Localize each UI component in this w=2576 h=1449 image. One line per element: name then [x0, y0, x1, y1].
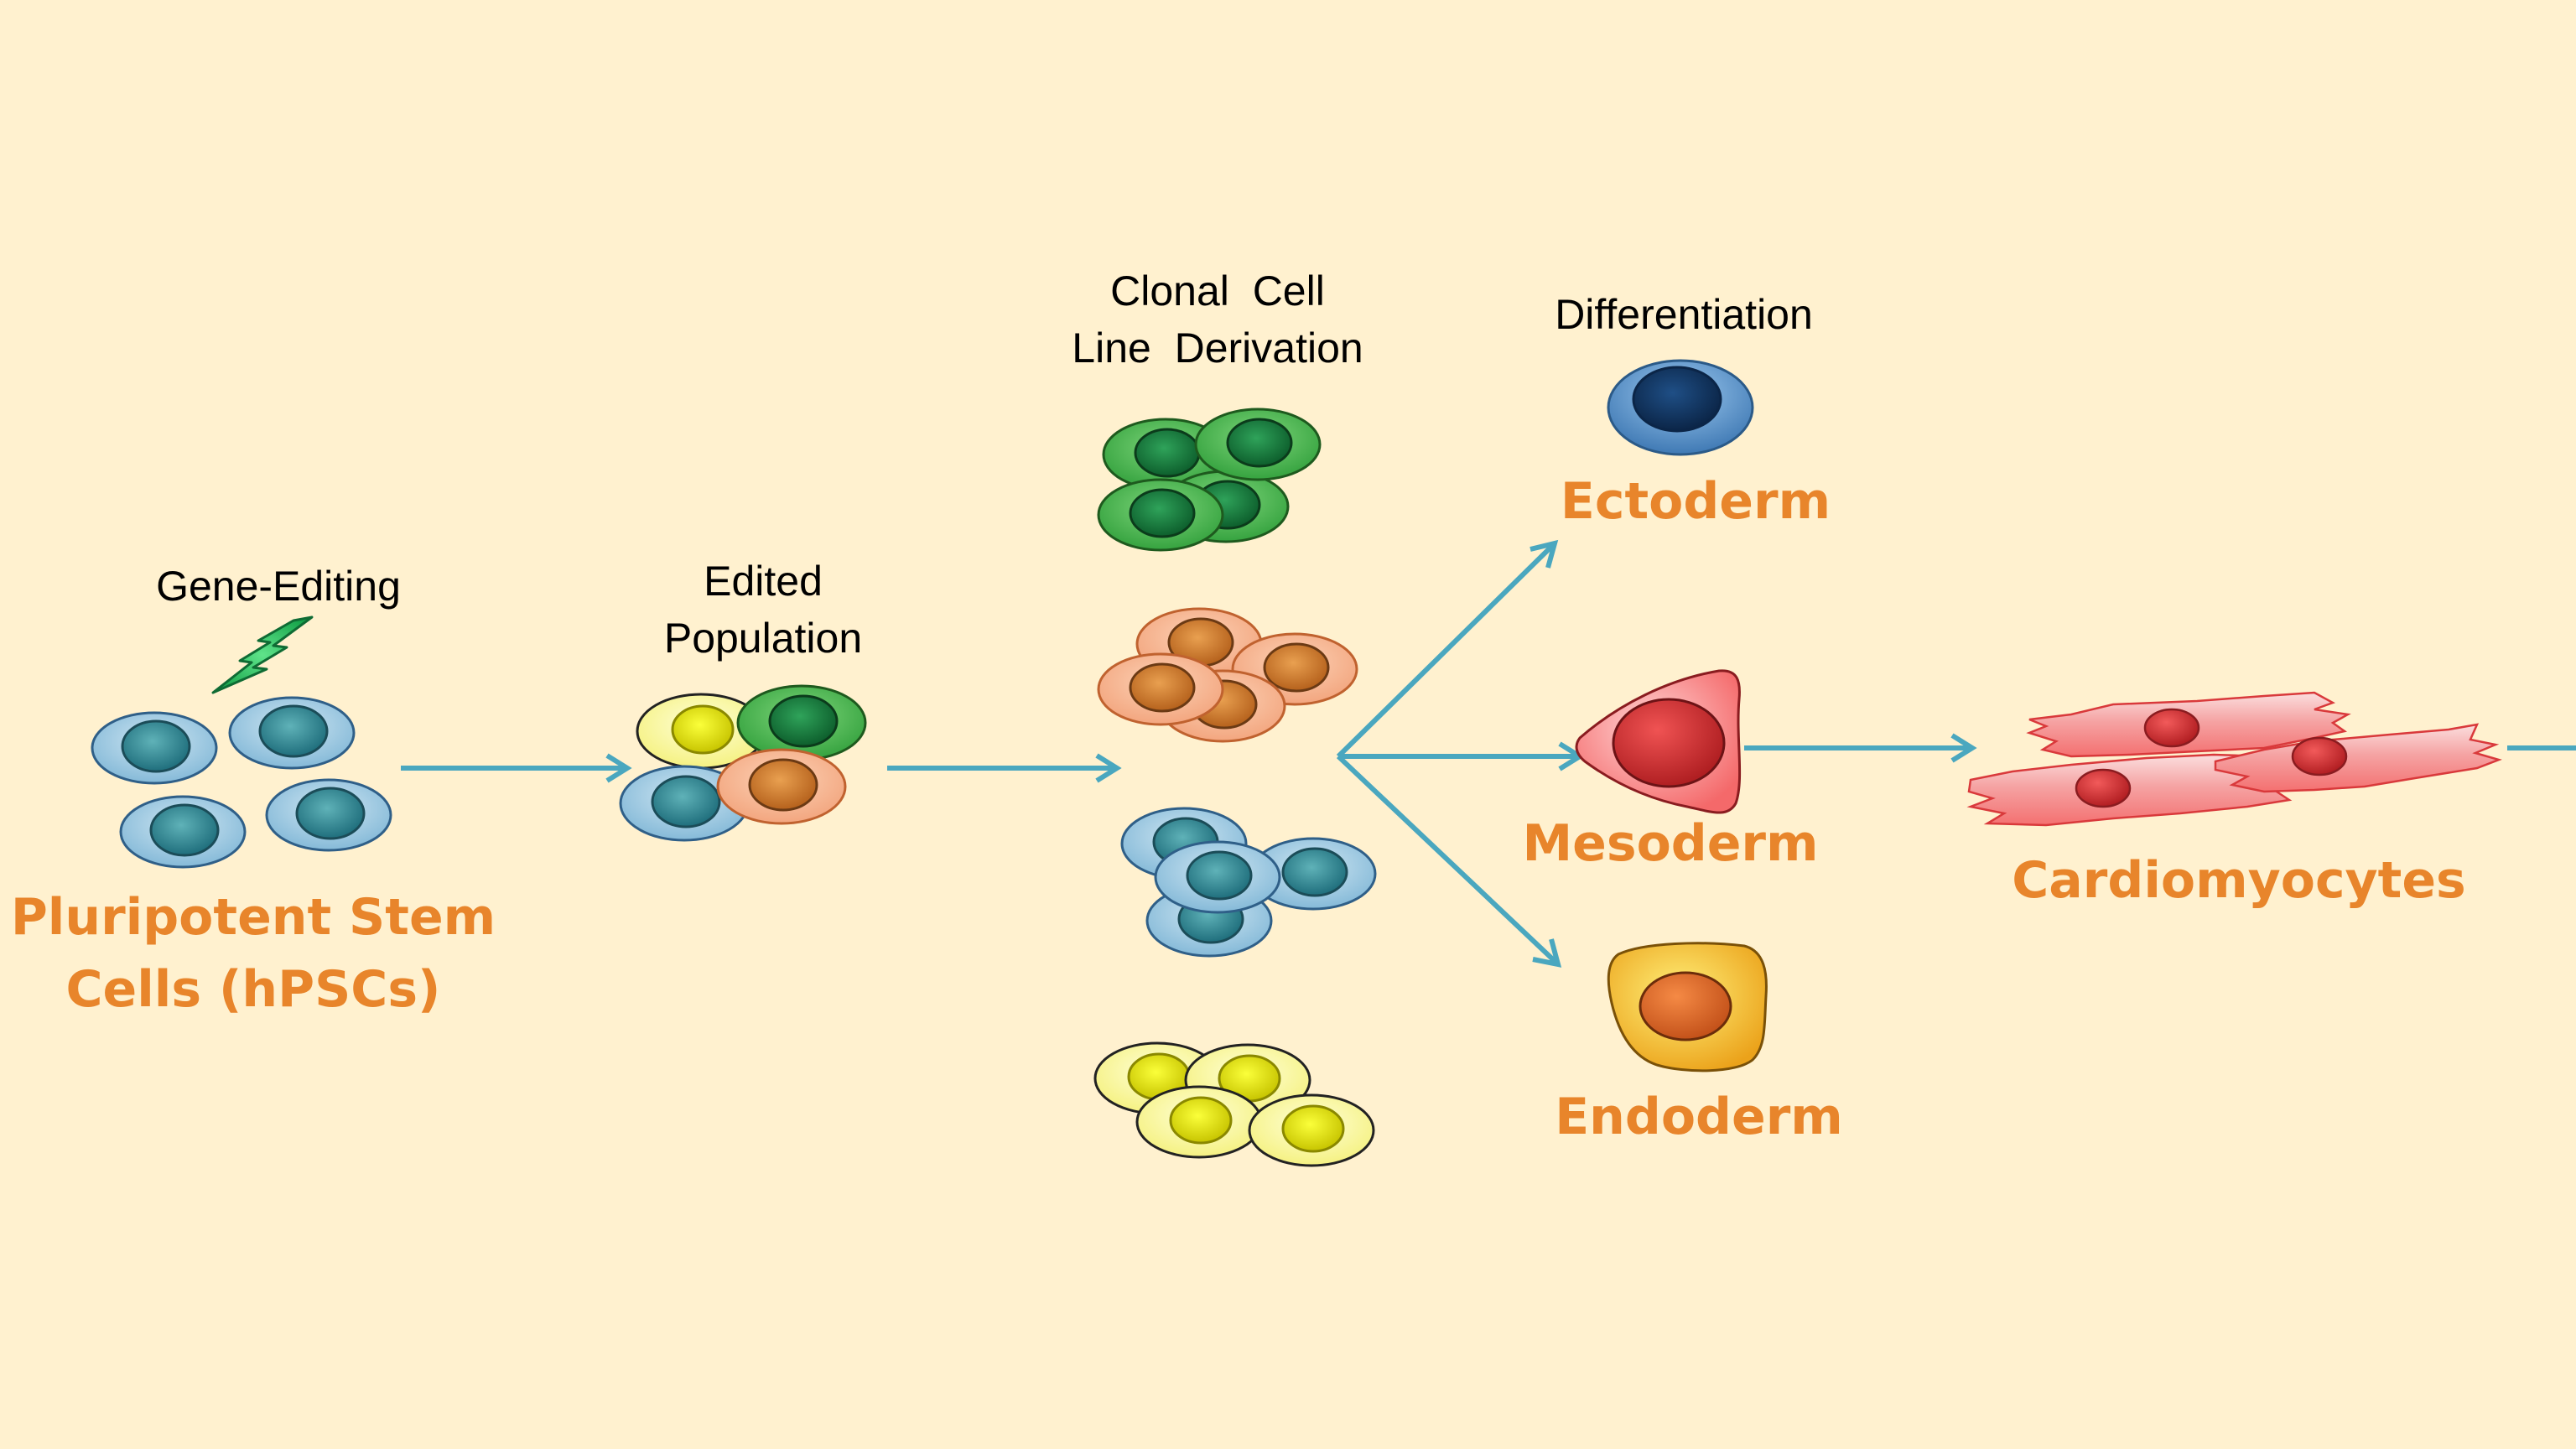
stem-cell — [265, 778, 392, 852]
stem-cell — [119, 795, 247, 869]
edited-cell-blue — [619, 765, 750, 842]
gene-editing-label: Gene-Editing — [156, 563, 401, 610]
clone-cell — [1249, 837, 1377, 911]
differentiation-label: Differentiation — [1555, 291, 1813, 338]
clone-cell — [1135, 607, 1263, 681]
edited-cell-yellow — [636, 693, 766, 770]
arrow-hpsc-to-edited — [401, 753, 632, 783]
clone-cell — [1097, 652, 1224, 726]
ectoderm-label: Ectoderm — [1561, 472, 1831, 531]
ectoderm-cell — [1607, 359, 1754, 456]
edited-population-label-line1: Edited — [704, 558, 823, 605]
mesoderm-cell — [1575, 669, 1742, 814]
arrow-to-mesoderm — [1338, 741, 1585, 771]
edited-population-cluster — [619, 684, 867, 842]
arrows — [401, 539, 2576, 968]
arrow-to-ectoderm — [1336, 539, 1559, 759]
clonal-line-yellow — [1093, 1041, 1375, 1167]
clone-cell — [1154, 840, 1281, 914]
cardiomyocyte — [2026, 691, 2351, 758]
cardiomyocytes-label: Cardiomyocytes — [2012, 851, 2465, 910]
edited-cell-green — [736, 684, 867, 761]
hpscs-label-line2: Cells (hPSCs) — [66, 960, 441, 1019]
edited-population-label-line2: Population — [664, 615, 862, 662]
endoderm-cell — [1607, 942, 1768, 1072]
clonal-derivation-label-line1: Clonal Cell — [1110, 267, 1325, 314]
hpscs-label-line1: Pluripotent Stem — [11, 888, 496, 947]
stem-cell — [91, 711, 218, 785]
clone-cell — [1248, 1093, 1375, 1167]
cardiomyocyte — [1966, 753, 2302, 827]
arrow-to-endoderm — [1336, 754, 1562, 968]
clone-cell — [1194, 408, 1322, 481]
endoderm-label: Endoderm — [1555, 1088, 1843, 1146]
clonal-line-green — [1097, 408, 1322, 552]
hpsc-cell-cluster — [91, 696, 392, 869]
clonal-line-blue — [1120, 807, 1377, 958]
mesoderm-label: Mesoderm — [1522, 814, 1818, 873]
clonal-line-orange — [1097, 607, 1358, 743]
lightning-bolt-icon — [211, 615, 314, 694]
cardiomyocyte-cluster — [1966, 691, 2502, 827]
arrow-mesoderm-to-cardio — [1744, 733, 1977, 763]
arrow-edited-to-clonal — [887, 753, 1122, 783]
clonal-derivation-label-line2: Line Derivation — [1072, 325, 1363, 371]
clone-cell — [1097, 478, 1224, 552]
clone-cell — [1135, 1085, 1263, 1159]
stem-cell — [228, 696, 356, 770]
cardiomyocyte — [2214, 723, 2502, 793]
edited-cell-orange — [716, 748, 847, 825]
